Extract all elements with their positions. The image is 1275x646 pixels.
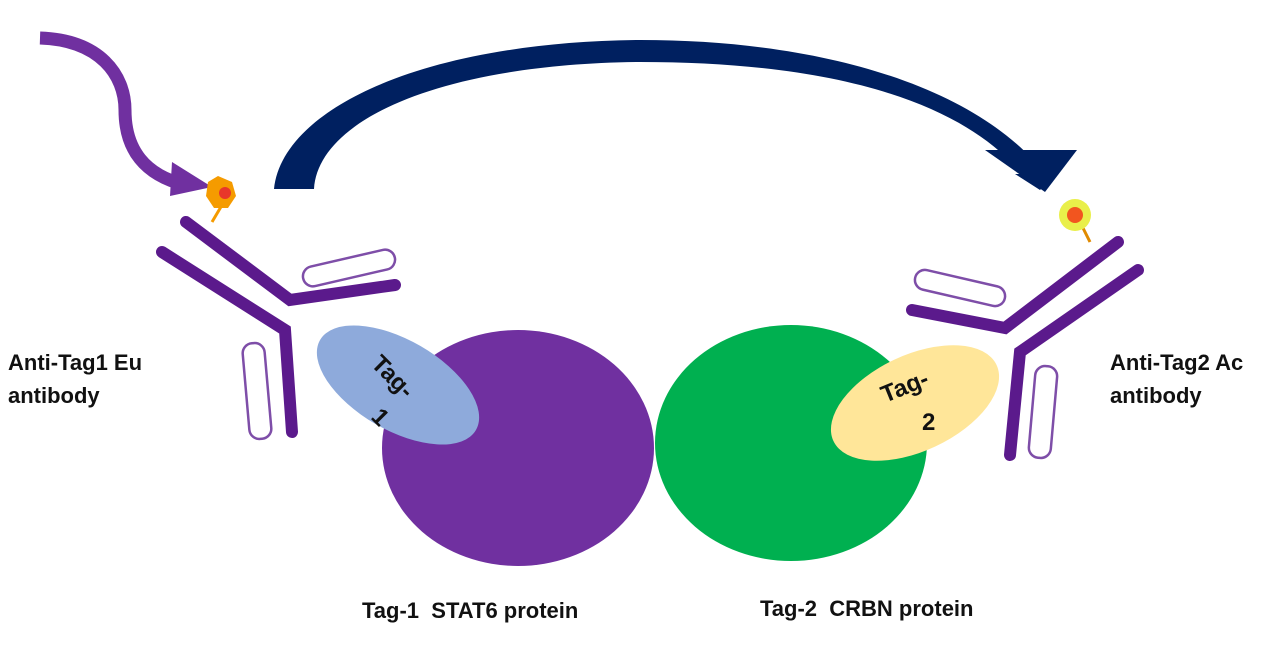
- anti-tag1-eu-antibody-label: Anti-Tag1 Eu antibody: [8, 346, 142, 412]
- anti-tag1-eu-antibody: [156, 176, 401, 441]
- label-line: antibody: [8, 383, 100, 408]
- fret-energy-transfer-arrow: [274, 40, 1077, 192]
- crbn-protein-label: Tag-2 CRBN protein: [760, 596, 974, 621]
- excitation-arrow: [39, 31, 212, 196]
- tag1-ellipse: Tag- 1: [316, 325, 480, 445]
- tag2-ellipse: Tag- 2: [830, 345, 1000, 461]
- tag2-label-line2: 2: [922, 409, 935, 436]
- label-line: Anti-Tag1 Eu: [8, 350, 143, 375]
- stat6-protein-label: Tag-1 STAT6 protein: [362, 598, 579, 623]
- anti-tag2-ac-antibody: [906, 199, 1144, 461]
- label-line: antibody: [1110, 383, 1202, 408]
- anti-tag2-ac-antibody-label: Anti-Tag2 Ac antibody: [1110, 346, 1243, 412]
- label-line: Anti-Tag2 Ac: [1110, 350, 1244, 375]
